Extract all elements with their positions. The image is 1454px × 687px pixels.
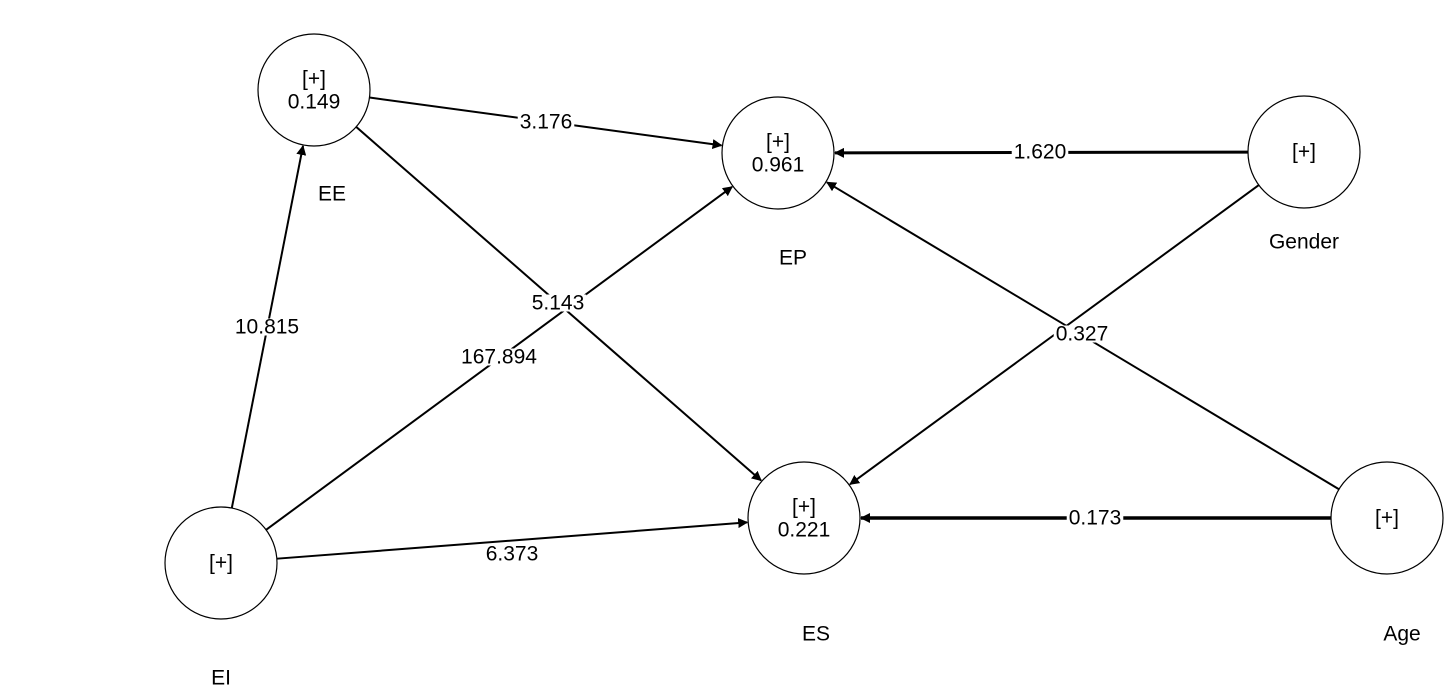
node-ee-r-squared: 0.149	[288, 91, 341, 114]
node-ep-r-squared: 0.961	[752, 154, 805, 177]
path-coefficient-ee-es: 5.143	[529, 292, 587, 315]
node-ep-label: EP	[779, 247, 807, 270]
node-age: [+] Age	[1330, 461, 1444, 646]
svg-text:0.173: 0.173	[1069, 507, 1122, 530]
svg-text:0.327: 0.327	[1056, 323, 1109, 346]
path-coefficient-ei-ee: 10.815	[232, 316, 302, 339]
node-age-label: Age	[1383, 623, 1420, 646]
node-ee-expand-marker: [+]	[302, 68, 326, 91]
path-coefficient-age-es: 0.173	[1066, 507, 1124, 530]
node-es-circle	[747, 461, 861, 575]
path-ei-to-es	[276, 518, 749, 560]
path-coefficient-age-ep: 0.327	[1053, 323, 1111, 346]
path-coefficient-gender-ep: 1.620	[1011, 141, 1069, 164]
node-es-r-squared: 0.221	[778, 519, 831, 542]
node-gender-expand-marker: [+]	[1292, 141, 1316, 164]
node-ee-label: EE	[318, 183, 346, 206]
node-es-label: ES	[802, 623, 830, 646]
node-age-circle	[1330, 461, 1444, 575]
node-es-expand-marker: [+]	[792, 496, 816, 519]
svg-text:5.143: 5.143	[532, 292, 585, 315]
node-ei-circle	[164, 506, 278, 620]
node-gender-circle	[1247, 95, 1361, 209]
node-ee-circle	[257, 33, 371, 147]
node-gender: [+] Gender	[1247, 95, 1361, 254]
node-ep-expand-marker: [+]	[766, 131, 790, 154]
node-gender-label: Gender	[1269, 231, 1339, 254]
svg-text:3.176: 3.176	[520, 111, 573, 134]
node-ei-label: EI	[211, 667, 231, 687]
node-ep-circle	[721, 96, 835, 210]
path-coefficient-ee-ep: 3.176	[517, 111, 575, 134]
svg-text:167.894: 167.894	[461, 346, 537, 369]
node-ei-expand-marker: [+]	[209, 552, 233, 575]
svg-text:1.620: 1.620	[1014, 141, 1067, 164]
svg-text:10.815: 10.815	[235, 316, 299, 339]
node-ei: [+] EI	[164, 506, 278, 687]
node-age-expand-marker: [+]	[1375, 507, 1399, 530]
path-coefficient-ei-ep: 167.894	[459, 346, 540, 369]
path-coefficient-ei-es: 6.373	[483, 543, 541, 566]
svg-text:6.373: 6.373	[486, 543, 539, 566]
